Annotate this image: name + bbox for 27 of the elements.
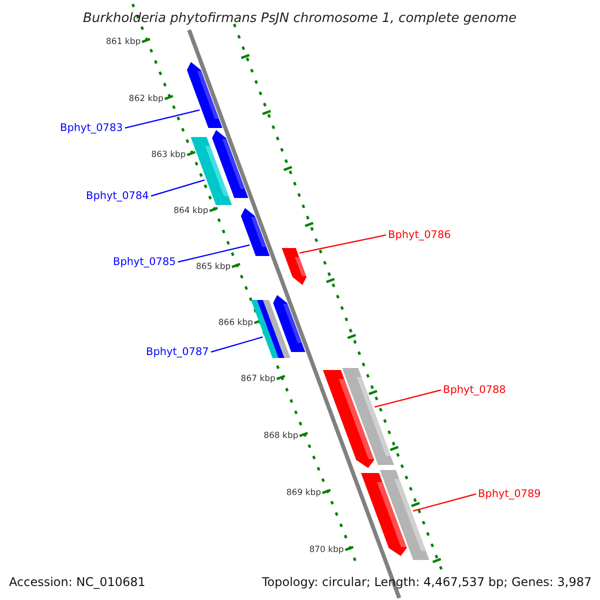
leader-line bbox=[374, 389, 442, 408]
tick-label: 869 kbp bbox=[286, 488, 322, 497]
leader-line bbox=[150, 179, 205, 197]
gene-label: Bphyt_0783 bbox=[60, 122, 123, 133]
tick-label: 868 kbp bbox=[264, 432, 298, 440]
tick-label: 864 kbp bbox=[174, 206, 208, 215]
gene-label: Bphyt_0788 bbox=[443, 384, 506, 395]
leader-line bbox=[178, 244, 250, 263]
leader-line bbox=[210, 336, 263, 353]
gene-label: Bphyt_0789 bbox=[478, 488, 541, 499]
tick-label: 861 kbp bbox=[106, 38, 141, 46]
gene-label: Bphyt_0787 bbox=[146, 346, 209, 357]
gene-label: Bphyt_0785 bbox=[113, 256, 176, 267]
tick-label: 870 kbp bbox=[309, 546, 344, 554]
tick-label: 862 kbp bbox=[128, 94, 164, 103]
title: Burkholderia phytofirmans PsJN chromosome 1, complete genome bbox=[83, 12, 517, 24]
gene-feature bbox=[186, 62, 222, 128]
leader-line bbox=[299, 234, 386, 254]
gene-label: Bphyt_0786 bbox=[388, 230, 451, 240]
gene-segment bbox=[251, 300, 290, 358]
leader-line bbox=[412, 493, 476, 512]
gene-feature bbox=[240, 208, 270, 256]
leader-line bbox=[124, 109, 200, 129]
gene-label: Bphyt_0784 bbox=[86, 190, 149, 201]
tick-label: 866 kbp bbox=[218, 318, 254, 327]
gene-feature bbox=[282, 248, 306, 285]
accession-note: Accession: NC_010681 bbox=[9, 576, 146, 588]
